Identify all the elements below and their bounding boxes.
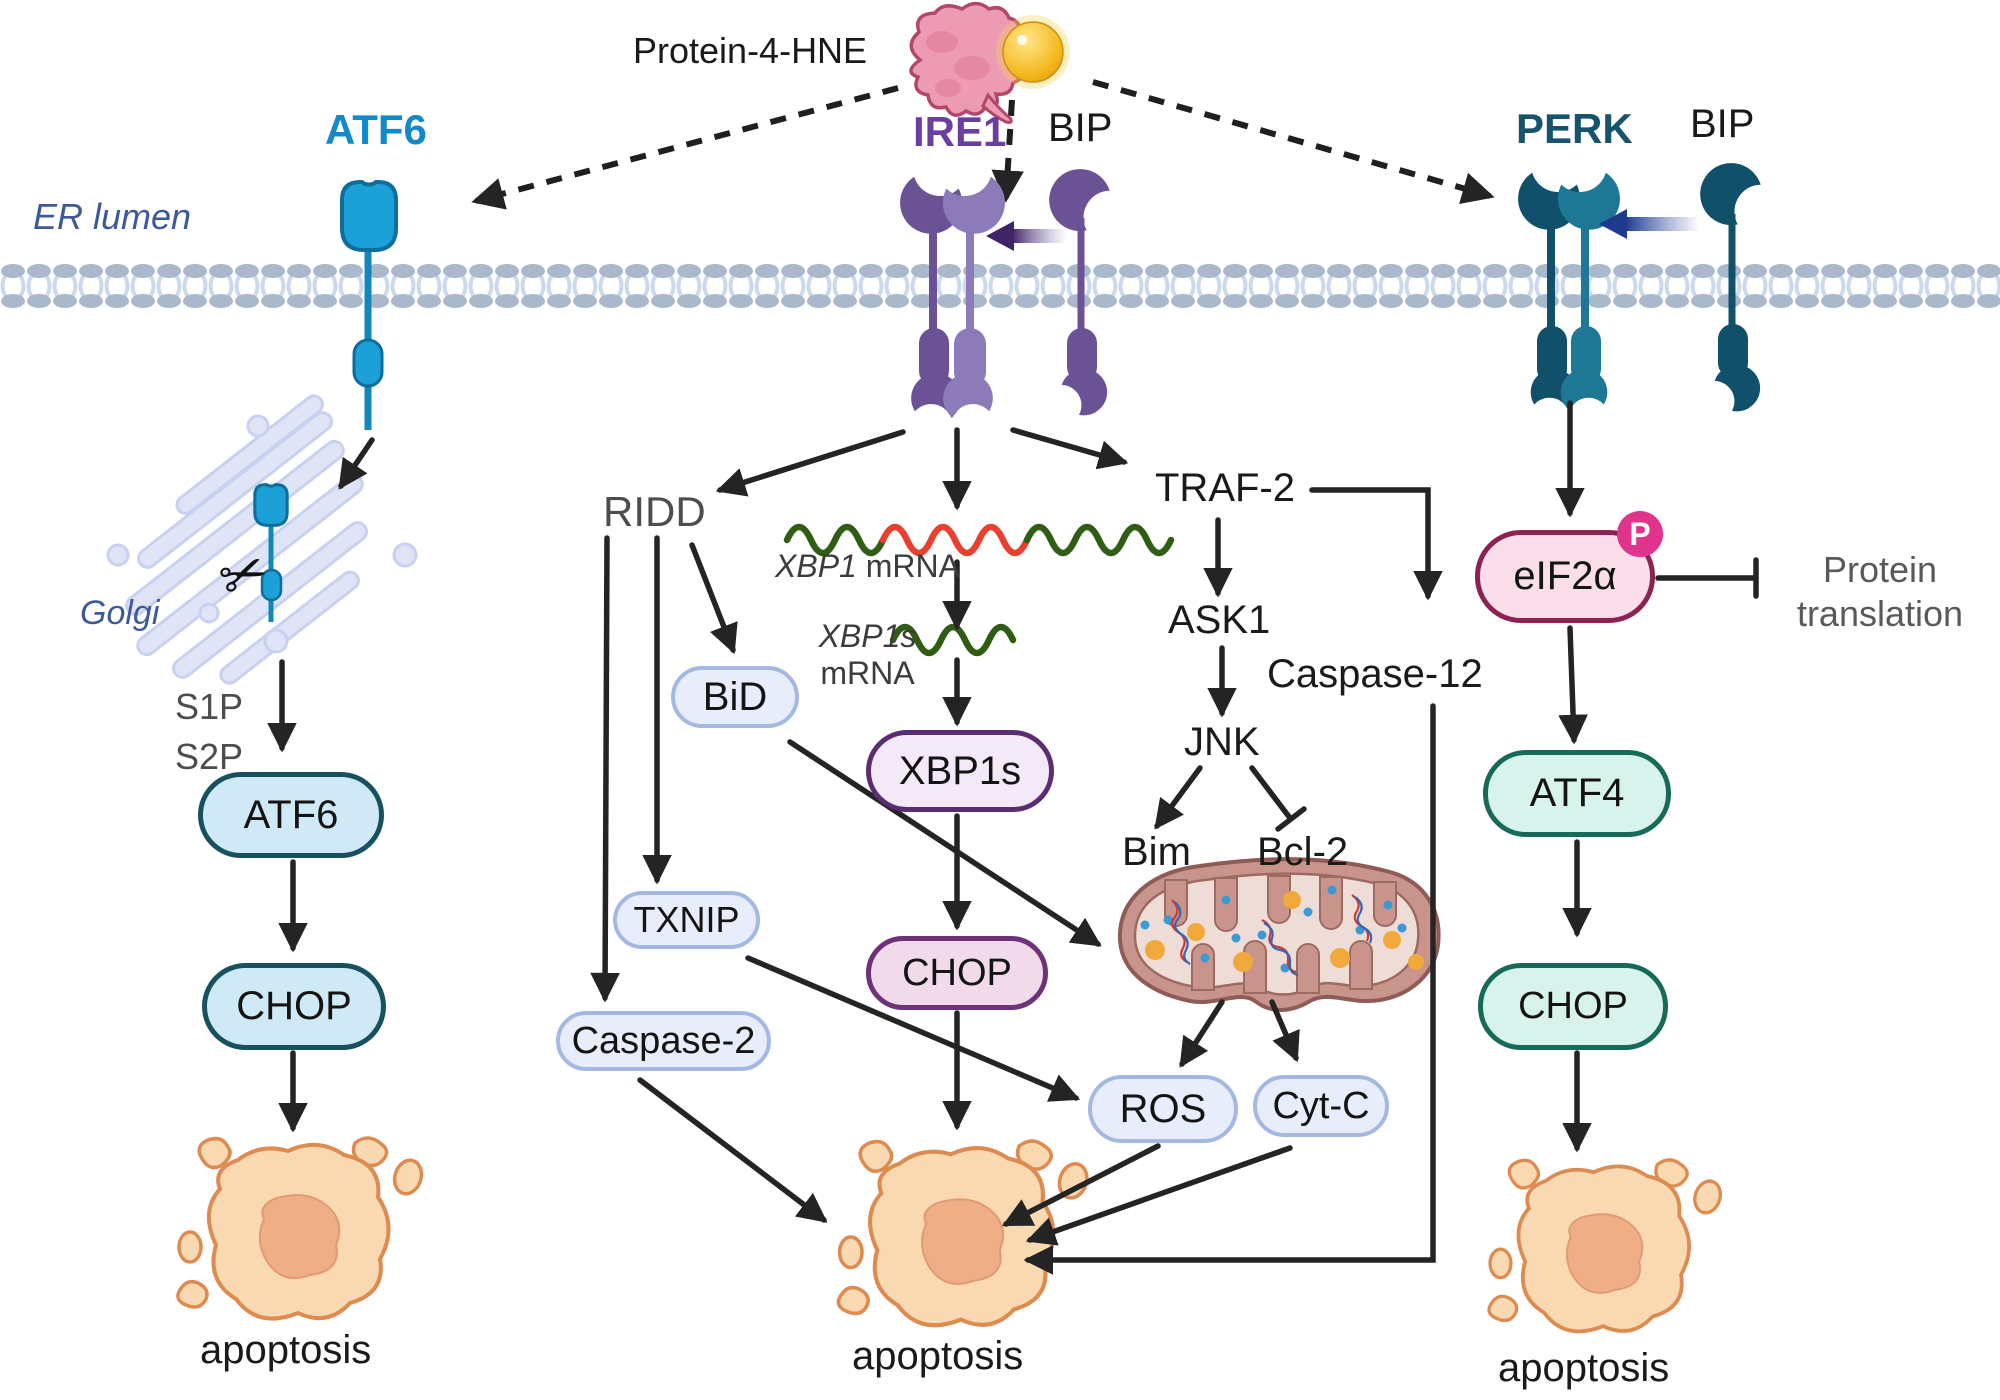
protein-translation-line1: Protein [1822,549,1938,590]
s1p-label: S1P [175,686,244,727]
bip-right-label: BIP [1690,102,1755,146]
bip-release-arrow-perk [1599,209,1700,239]
arrow-jnk-to-bim [1154,765,1203,830]
xbp1s-node: XBP1s [866,730,1054,812]
arrow-bid-to-mito [787,739,1102,947]
cytc-node: Cyt-C [1253,1075,1389,1137]
jnk-label: JNK [1184,720,1260,764]
apoptosis-left-label: apoptosis [200,1328,372,1372]
traf2-label: TRAF-2 [1155,466,1295,510]
xbp1-suffix: mRNA [856,548,960,584]
arrow-txnip-to-ros [745,955,1081,1102]
mito-dots [1140,885,1407,973]
protein-translation-line2: translation [1796,593,1964,634]
er-lumen-label: ER lumen [33,196,192,237]
txnip-node: TXNIP [613,891,760,949]
pathway-arrows [267,400,1759,1275]
bip-protein-center [1037,157,1116,421]
xbp1s-gene: XBP1s [818,618,917,654]
er-membrane [0,264,2000,308]
arrow-ire1-to-traf2 [1010,427,1129,470]
s2p-label: S2P [175,736,244,777]
inhibit-jnk-to-bcl2 [1249,765,1293,821]
protein-4hne-blob [909,1,1070,124]
dashed-arrow-to-atf6 [471,85,899,210]
perk-title: PERK [1516,105,1633,152]
mitochondrion [1117,857,1441,1012]
atf4-node: ATF4 [1483,750,1671,837]
ire1-receptor [893,174,1012,419]
xbp1s-suffix: mRNA [820,655,915,691]
ire1-title: IRE1 [913,108,1007,155]
bim-label: Bim [1122,830,1191,874]
arrow-mito-to-cytc [1269,999,1300,1063]
phospho-badge: P [1617,511,1663,557]
stimulus-label: Protein-4-HNE [633,30,868,71]
arrow-eif2a-to-atf4 [1558,625,1588,745]
atf6-cleaved-fragment [253,483,289,622]
bip-protein-right [1688,151,1769,417]
chop-right-node: CHOP [1478,963,1668,1050]
arrow-ire1-to-ridd [715,429,906,497]
apoptosis-blob-left [175,1136,428,1321]
caspase2-node: Caspase-2 [556,1011,771,1071]
inhibit-bar-bcl2 [1275,806,1307,832]
xbp1-mrna-label: XBP1 mRNA [775,548,960,585]
atf6-receptor [340,180,398,430]
bip-release-arrow-ire1 [986,221,1067,251]
stimulus-dashed-arrows [471,79,1495,210]
arrow-atf6-to-golgi [338,437,375,490]
caspase12-label: Caspase-12 [1267,652,1483,696]
atf6-title: ATF6 [325,106,427,153]
arrow-ridd-to-bid [689,542,738,655]
bid-node: BiD [671,666,799,728]
apoptosis-center-label: apoptosis [852,1334,1024,1378]
bcl2-label: Bcl-2 [1257,830,1349,874]
ridd-label: RIDD [603,488,706,535]
arrow-caspase12-to-apoptosis [1023,703,1436,1275]
mito-dna [1171,894,1373,977]
arrow-ros-to-apoptosis [1002,1143,1161,1227]
chop-center-node: CHOP [866,936,1048,1010]
bip-center-label: BIP [1048,106,1113,150]
ask1-label: ASK1 [1168,598,1271,642]
arrow-caspase2-to-apoptosis [637,1077,828,1223]
apoptosis-right-label: apoptosis [1498,1346,1670,1390]
xbp1-gene: XBP1 [775,548,857,584]
mito-granules [1145,891,1424,972]
arrow-mito-to-ros [1179,999,1225,1068]
golgi-apparatus [106,394,418,685]
chop-left-node: CHOP [202,963,386,1050]
atf6-node: ATF6 [198,772,384,858]
dashed-arrow-to-perk [1092,79,1495,204]
ros-node: ROS [1088,1075,1238,1143]
arrow-cytc-to-apoptosis [1025,1145,1293,1246]
xbp1-mrna-wave [783,523,1175,557]
arrow-ridd-to-caspase2 [590,535,620,1003]
hne-sphere [1002,21,1064,83]
eif2a-node: eIF2α [1475,530,1655,623]
perk-receptor [1511,170,1627,412]
golgi-label: Golgi [80,594,160,632]
arrow-traf2-to-caspase12 [1309,487,1443,601]
apoptosis-blob-right [1487,1157,1727,1334]
